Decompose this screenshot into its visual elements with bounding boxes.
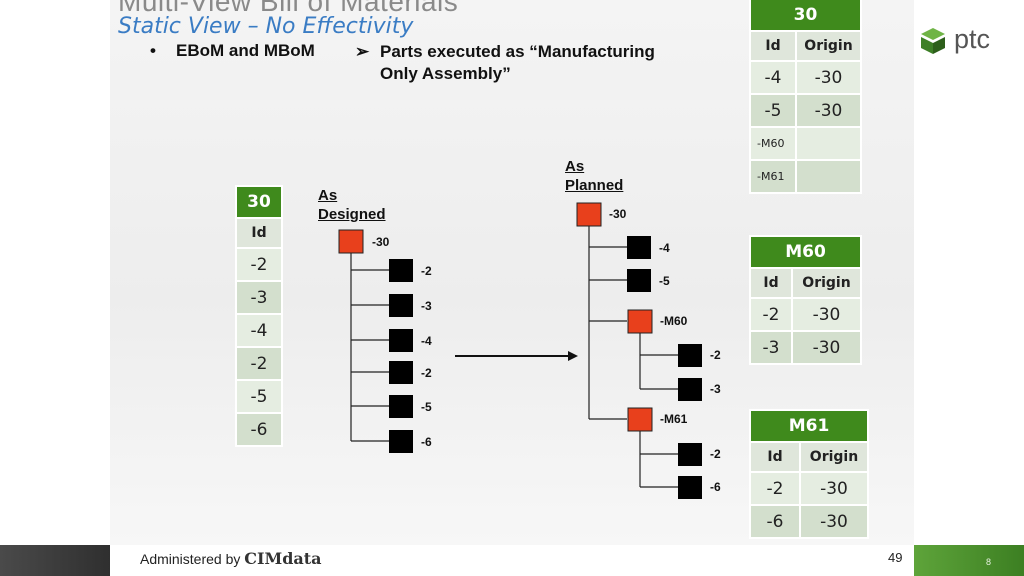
heading-line: Designed bbox=[318, 206, 386, 223]
table-cell: -3 bbox=[751, 332, 791, 363]
planned-child-node bbox=[627, 236, 651, 259]
corner-slide-number: 8 bbox=[986, 557, 992, 567]
footer-left-bar bbox=[0, 545, 110, 576]
designed-child-node bbox=[389, 361, 413, 384]
planned-m60-child-node bbox=[678, 344, 702, 367]
footer-administered-by: Administered by CIMdata bbox=[140, 549, 322, 568]
bullet-text: EBoM and MBoM bbox=[176, 41, 315, 60]
table-cell: -4 bbox=[751, 62, 795, 93]
table-cell: -6 bbox=[751, 506, 799, 537]
table-cell: -3 bbox=[237, 282, 281, 313]
table-cell: -2 bbox=[751, 299, 791, 330]
table-header: 30 bbox=[237, 187, 281, 217]
table-header: 30 bbox=[751, 0, 860, 30]
bullet-dot-icon: • bbox=[150, 41, 156, 60]
mbom-table-30: 30 Id Origin -4-30 -5-30 -M60 -M61 bbox=[749, 0, 862, 194]
designed-child-node bbox=[389, 329, 413, 352]
designed-child-node bbox=[389, 430, 413, 453]
slide-title: Multi-View Bill of Materials bbox=[118, 0, 459, 17]
table-cell: -30 bbox=[793, 299, 860, 330]
ptc-logo-icon bbox=[921, 28, 945, 54]
planned-m60-child-node bbox=[678, 378, 702, 401]
planned-child-label: -5 bbox=[659, 274, 670, 288]
table-header: M61 bbox=[751, 411, 867, 441]
designed-child-label: -2 bbox=[421, 366, 432, 380]
designed-root-label: -30 bbox=[372, 235, 390, 249]
table-cell: -30 bbox=[801, 506, 867, 537]
eboom-table-30: 30 Id -2 -3 -4 -2 -5 -6 bbox=[235, 185, 283, 447]
table-cell: -M61 bbox=[751, 161, 795, 192]
table-cell: -5 bbox=[237, 381, 281, 412]
footer-admin-prefix: Administered by bbox=[140, 551, 241, 567]
column-header-id: Id bbox=[751, 32, 795, 60]
planned-m61-node bbox=[627, 407, 653, 432]
planned-m61-child-node bbox=[678, 476, 702, 499]
planned-m60-node bbox=[627, 309, 653, 334]
column-header-origin: Origin bbox=[801, 443, 867, 471]
planned-root-label: -30 bbox=[609, 207, 627, 221]
column-header-id: Id bbox=[751, 443, 799, 471]
planned-m61-child-label: -6 bbox=[710, 480, 721, 494]
designed-child-label: -5 bbox=[421, 400, 432, 414]
planned-m61-label: -M61 bbox=[660, 412, 688, 426]
designed-child-label: -2 bbox=[421, 264, 432, 278]
as-designed-heading: As Designed bbox=[318, 186, 386, 224]
page-number: 49 bbox=[888, 550, 903, 565]
planned-m61-child-label: -2 bbox=[710, 447, 721, 461]
designed-tree-lines bbox=[350, 253, 389, 442]
table-cell: -4 bbox=[237, 315, 281, 346]
planned-child-label: -4 bbox=[659, 241, 670, 255]
table-cell: -M60 bbox=[751, 128, 795, 159]
footer-right-bar bbox=[914, 545, 1024, 576]
table-cell: -30 bbox=[797, 62, 860, 93]
column-header-id: Id bbox=[751, 269, 791, 297]
column-header-id: Id bbox=[237, 219, 281, 247]
arrow-bullet-icon: ➢ bbox=[355, 42, 370, 61]
planned-m61-child-node bbox=[678, 443, 702, 466]
bullet-ebom-mbom: • EBoM and MBoM bbox=[150, 41, 315, 61]
table-cell bbox=[797, 128, 860, 159]
table-cell: -2 bbox=[237, 249, 281, 280]
table-cell: -30 bbox=[801, 473, 867, 504]
planned-child-node bbox=[627, 269, 651, 292]
table-header: M60 bbox=[751, 237, 860, 267]
heading-line: Planned bbox=[565, 177, 624, 194]
table-cell: -2 bbox=[237, 348, 281, 379]
designed-child-node bbox=[389, 259, 413, 282]
designed-child-node bbox=[389, 395, 413, 418]
heading-line: As bbox=[565, 158, 585, 175]
designed-child-label: -3 bbox=[421, 299, 432, 313]
bullet-manufacturing-assembly: ➢ Parts executed as “Manufacturing Only … bbox=[355, 41, 655, 85]
planned-root-node bbox=[576, 202, 602, 227]
table-cell: -5 bbox=[751, 95, 795, 126]
ptc-logo-text: ptc bbox=[954, 24, 991, 54]
column-header-origin: Origin bbox=[797, 32, 860, 60]
mbom-table-m60: M60 Id Origin -2-30 -3-30 bbox=[749, 235, 862, 365]
table-cell: -6 bbox=[237, 414, 281, 445]
heading-line: As bbox=[318, 187, 338, 204]
transform-arrow bbox=[455, 351, 578, 361]
bullet-text: Parts executed as “Manufacturing Only As… bbox=[380, 42, 655, 83]
table-cell: -2 bbox=[751, 473, 799, 504]
designed-child-label: -6 bbox=[421, 435, 432, 449]
planned-m60-child-label: -2 bbox=[710, 348, 721, 362]
table-cell: -30 bbox=[797, 95, 860, 126]
slide-subtitle: Static View – No Effectivity bbox=[118, 14, 414, 39]
designed-child-node bbox=[389, 294, 413, 317]
planned-tree-lines bbox=[588, 226, 678, 488]
mbom-table-m61: M61 Id Origin -2-30 -6-30 bbox=[749, 409, 869, 539]
as-planned-heading: As Planned bbox=[565, 157, 623, 195]
cimdata-logo: CIMdata bbox=[244, 549, 322, 568]
designed-child-label: -4 bbox=[421, 334, 432, 348]
planned-m60-label: -M60 bbox=[660, 314, 688, 328]
planned-m60-child-label: -3 bbox=[710, 382, 721, 396]
column-header-origin: Origin bbox=[793, 269, 860, 297]
designed-root-node bbox=[338, 229, 364, 254]
table-cell bbox=[797, 161, 860, 192]
table-cell: -30 bbox=[793, 332, 860, 363]
